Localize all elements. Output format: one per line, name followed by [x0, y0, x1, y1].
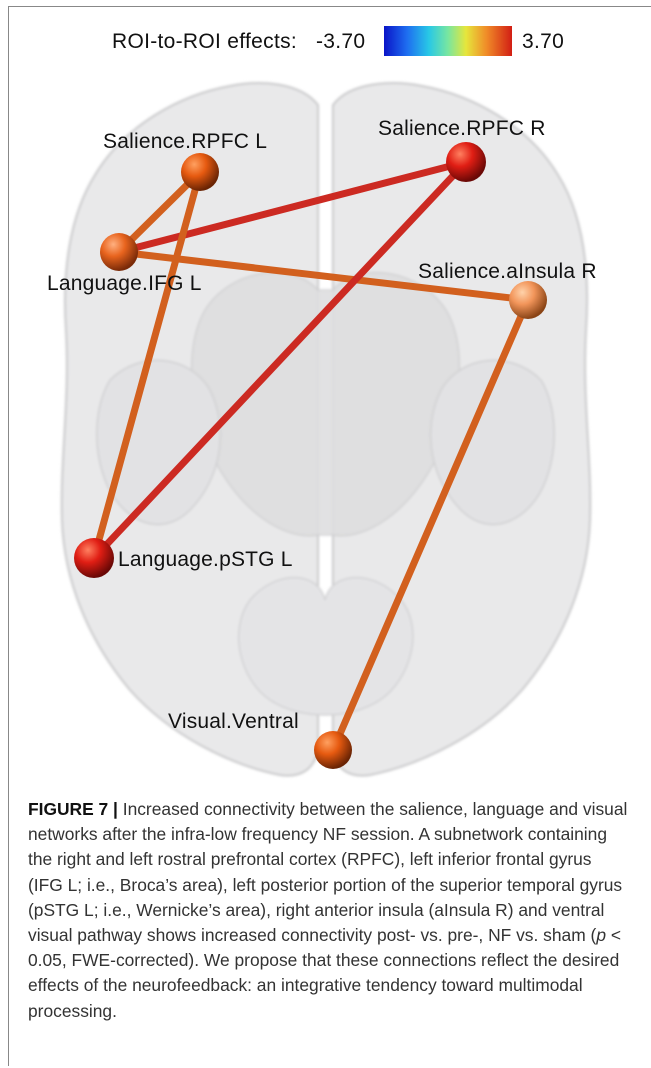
label-salience-ainsula-r: Salience.aInsula R [418, 260, 597, 283]
node-visual-ventral [314, 731, 352, 769]
caption-text-part-1: Increased connectivity between the salie… [28, 799, 627, 945]
label-salience-rpfc-l: Salience.RPFC L [103, 130, 267, 153]
glass-brain [62, 83, 591, 776]
cerebellum [239, 578, 413, 716]
caption-separator: | [108, 799, 123, 819]
figure-label: FIGURE 7 [28, 799, 108, 819]
node-language-pstg-l [74, 538, 114, 578]
label-language-pstg-l: Language.pSTG L [118, 548, 293, 571]
node-salience-rpfc-l [181, 153, 219, 191]
brain-connectivity-plot: Salience.RPFC L Salience.RPFC R Language… [0, 0, 651, 790]
caption-p-symbol: p [596, 925, 606, 945]
node-salience-rpfc-r [446, 142, 486, 182]
label-salience-rpfc-r: Salience.RPFC R [378, 117, 546, 140]
node-salience-ainsula-r [509, 281, 547, 319]
label-visual-ventral: Visual.Ventral [168, 710, 299, 733]
figure-caption: FIGURE 7 | Increased connectivity betwee… [28, 797, 628, 1024]
node-language-ifg-l [100, 233, 138, 271]
label-language-ifg-l: Language.IFG L [47, 272, 202, 295]
